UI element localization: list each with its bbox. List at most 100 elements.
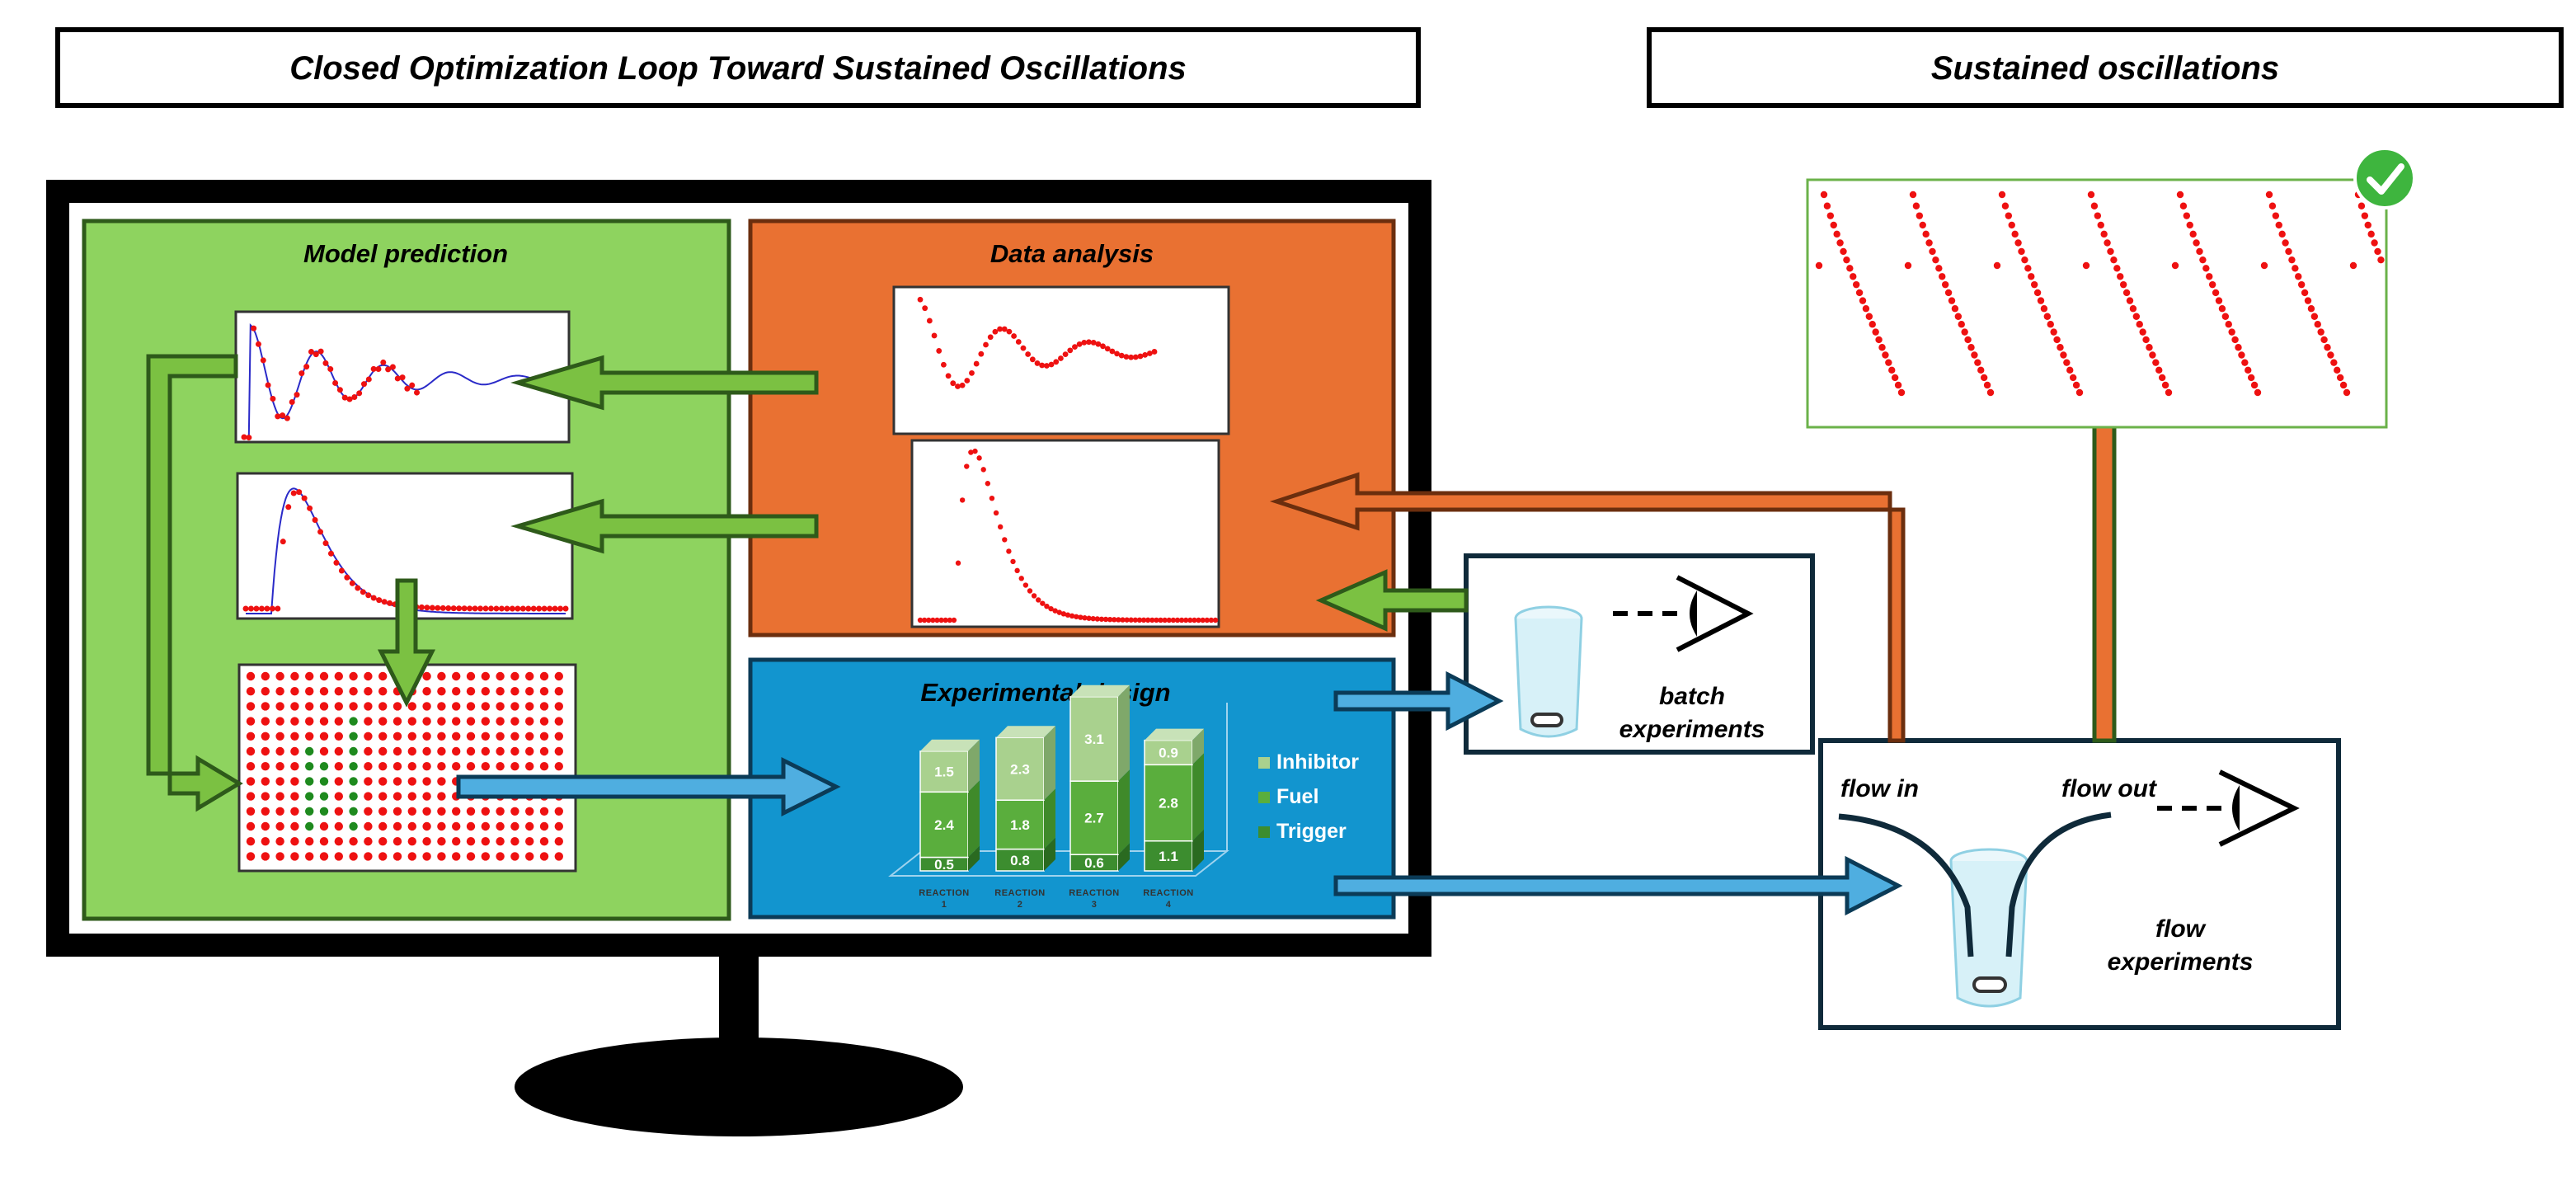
experimental-design-title: Experimental design	[920, 678, 1170, 707]
data-point	[2288, 256, 2296, 264]
data-point	[2152, 359, 2160, 366]
data-point	[260, 357, 266, 364]
grid-point	[452, 671, 461, 681]
data-point	[2100, 230, 2108, 238]
grid-point	[422, 852, 431, 861]
data-point	[1872, 328, 1879, 336]
data-point	[247, 605, 254, 612]
data-point	[1204, 617, 1210, 623]
grid-point	[246, 807, 256, 816]
grid-point	[275, 852, 284, 861]
grid-point	[246, 746, 256, 756]
data-point	[959, 497, 966, 503]
grid-point	[334, 732, 343, 741]
data-point	[258, 605, 265, 612]
data-point	[322, 360, 329, 366]
data-point	[2008, 221, 2015, 229]
grid-point	[481, 821, 490, 831]
experimental-design-panel: Experimental design 0.52.41.5REACTION10.…	[748, 657, 1396, 920]
data-point	[1040, 600, 1046, 606]
bar-value-label: 0.9	[1159, 745, 1178, 760]
fit-line	[244, 323, 565, 438]
grid-point	[349, 732, 358, 741]
grid-point	[246, 792, 256, 801]
data-point	[2033, 289, 2042, 297]
grid-point	[275, 807, 284, 816]
grid-point	[466, 687, 476, 696]
data-point	[2349, 261, 2357, 270]
grid-point	[305, 792, 314, 801]
grid-point	[364, 746, 373, 756]
data-point	[519, 605, 526, 612]
data-point	[2361, 212, 2369, 219]
grid-point	[554, 687, 563, 696]
grid-point	[393, 821, 402, 831]
grid-point	[290, 777, 299, 786]
data-point	[1929, 247, 1936, 256]
data-point	[2343, 388, 2351, 397]
grid-point	[290, 792, 299, 801]
data-point	[530, 605, 537, 612]
grid-point	[290, 702, 299, 711]
data-point	[1052, 608, 1058, 614]
sustained-oscillation-points	[1815, 191, 2385, 397]
data-point	[2047, 321, 2054, 328]
data-point	[1964, 336, 1972, 344]
data-point	[336, 387, 343, 393]
data-point	[1935, 265, 1943, 272]
grid-point	[364, 702, 373, 711]
data-point	[2018, 247, 2025, 256]
grid-point	[319, 821, 329, 831]
grid-point	[554, 732, 563, 741]
data-point	[1116, 617, 1121, 623]
grid-point	[305, 777, 314, 786]
grid-point	[437, 852, 446, 861]
grid-point	[393, 837, 402, 846]
grid-point	[554, 702, 563, 711]
data-point	[1974, 359, 1981, 366]
grid-point	[481, 852, 490, 861]
grid-point	[378, 837, 388, 846]
data-point	[2247, 374, 2255, 382]
grid-point	[510, 687, 519, 696]
grid-point	[496, 702, 505, 711]
flow-in-label: flow in	[1840, 775, 1919, 802]
data-point	[2146, 344, 2153, 351]
data-point	[2057, 344, 2064, 351]
arrow-batch-to-data	[1315, 569, 1469, 632]
grid-point	[319, 807, 329, 816]
data-point	[552, 605, 558, 612]
bar-value-label: 2.4	[934, 817, 954, 833]
data-point	[338, 567, 345, 574]
grid-point	[261, 852, 270, 861]
data-point	[959, 382, 966, 388]
grid-point	[290, 732, 299, 741]
data-point	[968, 449, 974, 455]
data-point	[1885, 359, 1892, 366]
grid-point	[364, 777, 373, 786]
data-point	[317, 529, 324, 535]
data-point	[1058, 355, 1064, 361]
grid-point	[334, 777, 343, 786]
grid-point	[290, 837, 299, 846]
left-title-box: Closed Optimization Loop Toward Sustaine…	[55, 27, 1421, 108]
data-point	[1146, 351, 1153, 356]
grid-point	[290, 762, 299, 771]
grid-point	[393, 852, 402, 861]
grid-point	[554, 837, 563, 846]
grid-point	[261, 792, 270, 801]
grid-point	[407, 777, 416, 786]
grid-point	[305, 687, 314, 696]
data-point	[327, 550, 334, 557]
grid-point	[437, 732, 446, 741]
grid-point	[290, 671, 299, 681]
grid-point	[452, 807, 461, 816]
data-point	[1998, 191, 2006, 199]
legend-label: Inhibitor	[1276, 750, 1359, 774]
grid-point	[290, 746, 299, 756]
data-point	[1090, 340, 1097, 346]
grid-point	[393, 807, 402, 816]
grid-point	[452, 746, 461, 756]
grid-point	[407, 702, 416, 711]
data-point	[2275, 221, 2282, 229]
